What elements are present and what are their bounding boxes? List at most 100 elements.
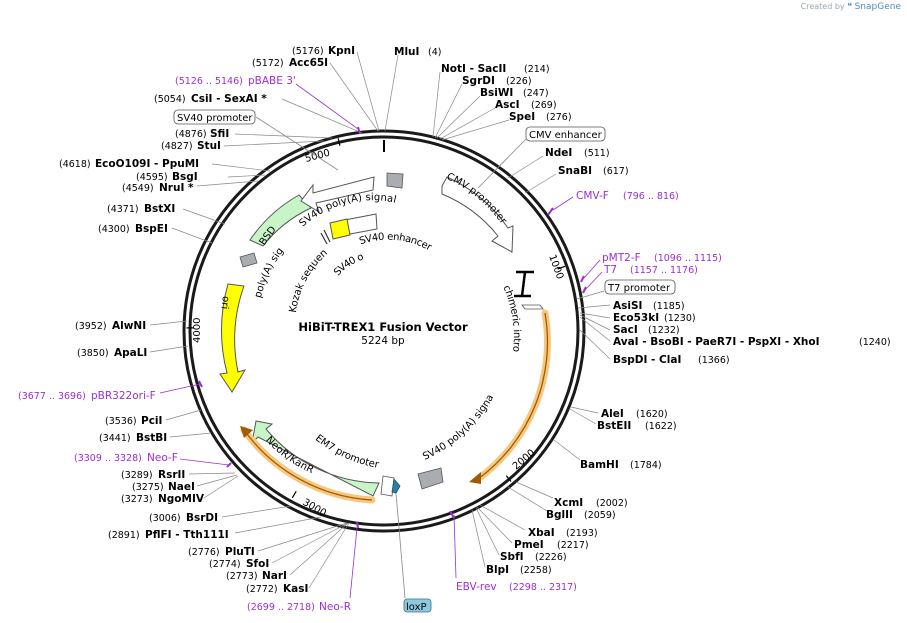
- neo-orf-line: [243, 429, 373, 501]
- primer-pbr322ori-f[interactable]: pBR322ori-F: [91, 390, 156, 402]
- cmv-enhancer-box[interactable]: [525, 126, 606, 142]
- site-nari[interactable]: NarI: [262, 570, 287, 582]
- em7-promoter-arrow[interactable]: [380, 475, 395, 497]
- site-eco53ki[interactable]: Eco53kI: [613, 312, 659, 324]
- primer-pbabe3-mark[interactable]: [357, 126, 361, 135]
- small-intron-feature[interactable]: [521, 304, 544, 310]
- site-bstxi-pos: (4371): [107, 204, 139, 215]
- site-bsrdi[interactable]: BsrDI: [186, 512, 218, 524]
- site-bstxi[interactable]: BstXI: [144, 203, 175, 215]
- sv40-ori-feature[interactable]: [329, 218, 351, 240]
- primer-pmt2-f-mark[interactable]: [580, 275, 585, 283]
- site-rsrii[interactable]: RsrII: [158, 469, 185, 481]
- backbone-inner-strand: [188, 135, 580, 527]
- site-ecoo109i-ppumi[interactable]: EcoO109I - PpuMI: [95, 158, 199, 170]
- site-acc65i-pos: (5172): [252, 58, 284, 69]
- site-apali[interactable]: ApaLI: [114, 347, 147, 359]
- sv40-polya-2-arrow[interactable]: [300, 176, 375, 214]
- site-bsgi[interactable]: BsgI: [172, 171, 198, 183]
- site-pflfi-tth111i[interactable]: PflFI - Tth111I: [145, 529, 229, 541]
- site-kpni[interactable]: KpnI: [328, 45, 355, 57]
- primer-t7[interactable]: T7: [603, 264, 617, 276]
- site-sbfi[interactable]: SbfI: [500, 551, 524, 563]
- site-pflfi-pos: (2891): [108, 530, 140, 541]
- site-noti-sacii[interactable]: NotI - SacII: [441, 63, 506, 75]
- neor-kanr-arrow[interactable]: [251, 420, 380, 497]
- kozak-marker[interactable]: [320, 229, 331, 245]
- site-asci-pos: (269): [531, 100, 557, 111]
- primer-ebv-rev-mark[interactable]: [449, 510, 455, 519]
- ori-arrow[interactable]: [219, 283, 247, 393]
- site-spei[interactable]: SpeI: [509, 111, 535, 123]
- site-mlui[interactable]: MluI: [394, 46, 419, 58]
- site-alei[interactable]: AleI: [601, 408, 624, 420]
- site-acc65i[interactable]: Acc65I: [289, 57, 328, 69]
- site-xcmi[interactable]: XcmI: [554, 497, 583, 509]
- credit-app: SnapGene: [854, 2, 901, 12]
- sv40-enhancer-label: SV40 enhancer: [358, 232, 434, 254]
- loxp-box[interactable]: [403, 598, 432, 613]
- site-bstbi[interactable]: BstBI: [136, 432, 167, 444]
- primer-pbr322ori-f-mark[interactable]: [198, 380, 203, 388]
- primer-t7-mark[interactable]: [582, 286, 587, 294]
- plasmid-size: 5224 bp: [361, 335, 405, 347]
- chimeric-intron-marker[interactable]: [514, 270, 534, 298]
- primer-neo-r[interactable]: Neo-R: [319, 601, 351, 613]
- site-asci[interactable]: AscI: [495, 99, 520, 111]
- sv40-promoter-feature[interactable]: [386, 172, 404, 189]
- sv40-polya-feature[interactable]: [417, 467, 444, 490]
- site-pmei[interactable]: PmeI: [514, 539, 544, 551]
- site-alei-pos: (1620): [636, 409, 668, 420]
- t7-promoter-box[interactable]: [604, 279, 676, 295]
- site-nrui[interactable]: NruI *: [159, 182, 194, 194]
- site-saci[interactable]: SacI: [613, 324, 638, 336]
- site-xbai[interactable]: XbaI: [528, 527, 555, 539]
- site-bamhi[interactable]: BamHI: [580, 459, 619, 471]
- site-stui[interactable]: StuI: [197, 140, 221, 152]
- site-ngomiv[interactable]: NgoMIV: [158, 493, 205, 505]
- site-ndei[interactable]: NdeI: [545, 147, 572, 159]
- cmv-promoter-arrow[interactable]: [441, 176, 514, 253]
- sv40-enhancer-arrow[interactable]: [344, 213, 378, 235]
- site-asisi[interactable]: AsiSI: [613, 300, 642, 312]
- primer-neo-f[interactable]: Neo-F: [147, 452, 178, 464]
- primer-cmv-f-mark[interactable]: [547, 207, 554, 216]
- site-csii-pos: (5054): [154, 94, 186, 105]
- site-bspei[interactable]: BspEI: [135, 223, 168, 235]
- primer-cmv-f[interactable]: CMV-F: [576, 190, 609, 202]
- trex1-orf-arrowhead: [469, 472, 481, 484]
- site-alwni[interactable]: AlwNI: [112, 320, 146, 332]
- site-sgrdi[interactable]: SgrDI: [462, 75, 495, 87]
- site-eco53ki-pos: (1230): [664, 313, 696, 324]
- primer-pmt2-f[interactable]: pMT2-F: [602, 252, 641, 264]
- primer-neo-r-mark[interactable]: [356, 521, 359, 529]
- tick-5000: [337, 137, 341, 146]
- site-avai-xhoi[interactable]: AvaI - BsoBI - PaeR7I - PspXI - XhoI: [613, 336, 820, 348]
- site-bsiwi[interactable]: BsiWI: [480, 87, 513, 99]
- site-naei[interactable]: NaeI: [168, 481, 195, 493]
- site-nrui-pos: (4549): [122, 183, 154, 194]
- left-restriction-sites: (5176) KpnI (5172) Acc65I (5054) CsiI - …: [59, 45, 380, 595]
- site-pluti[interactable]: PluTI: [225, 546, 255, 558]
- site-kasi[interactable]: KasI: [283, 583, 308, 595]
- site-snabi[interactable]: SnaBI: [558, 165, 592, 177]
- primer-ebv-rev[interactable]: EBV-rev: [456, 581, 497, 593]
- site-csii-sexai[interactable]: CsiI - SexAI *: [191, 93, 267, 105]
- primer-neo-f-range: (3309 .. 3328): [74, 453, 142, 464]
- primer-pbabe3[interactable]: pBABE 3': [248, 75, 296, 87]
- site-sfoi[interactable]: SfoI: [246, 558, 269, 570]
- site-sfii[interactable]: SfiI: [210, 128, 229, 140]
- site-pcii[interactable]: PciI: [141, 415, 162, 427]
- site-bspdi-clai[interactable]: BspDI - ClaI: [613, 354, 681, 366]
- sv40-promoter-box[interactable]: [173, 109, 256, 125]
- site-sfii-pos: (4876): [175, 129, 207, 140]
- site-stui-pos: (4827): [161, 141, 193, 152]
- site-avai-xhoi-pos: (1240): [859, 337, 891, 348]
- site-bglii[interactable]: BglII: [546, 509, 573, 521]
- polya-signal-feature[interactable]: [239, 252, 258, 268]
- primer-t7-range: (1157 .. 1176): [630, 265, 698, 276]
- bsd-arrow[interactable]: [249, 194, 312, 247]
- site-bsteii[interactable]: BstEII: [597, 420, 631, 432]
- site-blpi[interactable]: BlpI: [486, 564, 509, 576]
